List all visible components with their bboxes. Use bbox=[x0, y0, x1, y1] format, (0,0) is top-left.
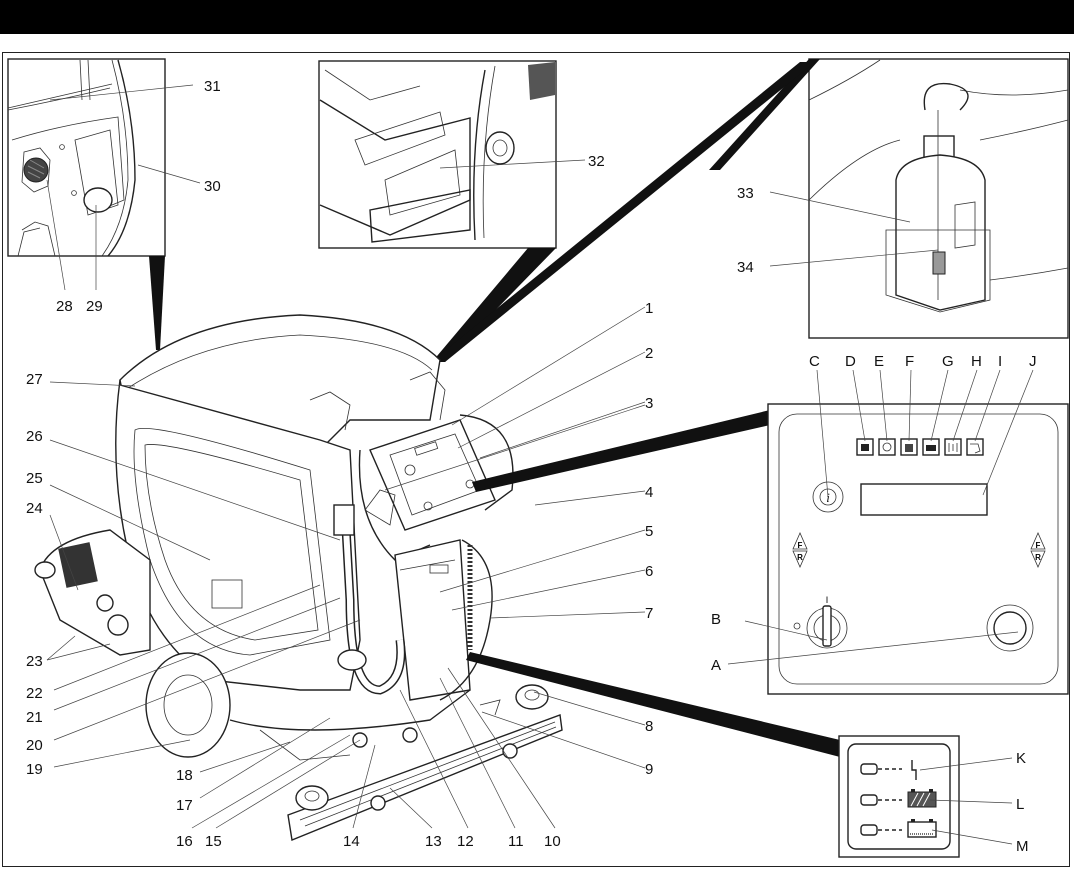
callout-31: 31 bbox=[204, 78, 221, 95]
scrubber-machine-illustration bbox=[34, 306, 646, 841]
key-switch[interactable]: I bbox=[793, 595, 848, 649]
indicator-row bbox=[856, 438, 984, 456]
callout-19: 19 bbox=[26, 761, 43, 778]
charger-label-k: K bbox=[1016, 750, 1026, 767]
pointer-wedge bbox=[466, 652, 840, 757]
callout-23: 23 bbox=[26, 653, 43, 670]
direction-button[interactable] bbox=[986, 604, 1034, 652]
svg-text:I: I bbox=[826, 595, 829, 605]
callout-32: 32 bbox=[588, 153, 605, 170]
callout-30: 30 bbox=[204, 178, 221, 195]
svg-text:R: R bbox=[1035, 553, 1041, 562]
callout-17: 17 bbox=[176, 797, 193, 814]
callout-6: 6 bbox=[645, 563, 653, 580]
info-icon: i bbox=[826, 490, 830, 505]
callout-1: 1 bbox=[645, 300, 653, 317]
info-button[interactable]: i bbox=[812, 481, 844, 513]
charged-led bbox=[860, 819, 937, 838]
callout-24: 24 bbox=[26, 500, 43, 517]
pointer-wedge bbox=[436, 62, 815, 362]
pointer-wedge bbox=[472, 410, 770, 492]
callout-28: 28 bbox=[56, 298, 73, 315]
callout-29: 29 bbox=[86, 298, 103, 315]
panel-label-d: D bbox=[845, 353, 856, 370]
callout-5: 5 bbox=[645, 523, 653, 540]
pointer-wedge bbox=[432, 248, 556, 362]
callout-25: 25 bbox=[26, 470, 43, 487]
callout-21: 21 bbox=[26, 709, 43, 726]
panel-label-f: F bbox=[905, 353, 914, 370]
inset-rear bbox=[7, 58, 201, 291]
fault-bolt-icon bbox=[911, 760, 917, 780]
callout-14: 14 bbox=[343, 833, 360, 850]
charging-led bbox=[860, 789, 937, 808]
inset-handle bbox=[318, 60, 586, 249]
direction-indicator-left: F R bbox=[792, 532, 808, 568]
callout-34: 34 bbox=[737, 259, 754, 276]
panel-label-c: C bbox=[809, 353, 820, 370]
callout-4: 4 bbox=[645, 484, 653, 501]
header-bar bbox=[0, 0, 1074, 34]
charger-label-m: M bbox=[1016, 838, 1029, 855]
panel-label-g: G bbox=[942, 353, 954, 370]
callout-11: 11 bbox=[508, 833, 524, 850]
callout-15: 15 bbox=[205, 833, 222, 850]
battery-charged-icon bbox=[907, 821, 937, 838]
callout-2: 2 bbox=[645, 345, 653, 362]
callout-16: 16 bbox=[176, 833, 193, 850]
pointer-wedge bbox=[149, 256, 165, 350]
panel-label-j: J bbox=[1029, 353, 1037, 370]
svg-text:R: R bbox=[797, 553, 803, 562]
panel-label-e: E bbox=[874, 353, 884, 370]
socket-icon bbox=[21, 147, 51, 193]
charger-panel-inset bbox=[838, 735, 1013, 858]
panel-label-h: H bbox=[971, 353, 982, 370]
callout-7: 7 bbox=[645, 605, 653, 622]
inset-bottle bbox=[709, 58, 1069, 339]
callout-8: 8 bbox=[645, 718, 653, 735]
callout-13: 13 bbox=[425, 833, 442, 850]
figure-frame bbox=[2, 52, 1070, 867]
callout-12: 12 bbox=[457, 833, 474, 850]
callout-3: 3 bbox=[645, 395, 653, 412]
callout-10: 10 bbox=[544, 833, 561, 850]
callout-9: 9 bbox=[645, 761, 653, 778]
panel-label-i: I bbox=[998, 353, 1002, 370]
panel-label-a: A bbox=[711, 657, 721, 674]
callout-26: 26 bbox=[26, 428, 43, 445]
callout-22: 22 bbox=[26, 685, 43, 702]
svg-text:F: F bbox=[1036, 541, 1041, 550]
display-screen bbox=[860, 483, 988, 516]
callout-33: 33 bbox=[737, 185, 754, 202]
panel-label-b: B bbox=[711, 611, 721, 628]
callout-20: 20 bbox=[26, 737, 43, 754]
control-panel-inset: i F R F R I bbox=[727, 369, 1069, 695]
callout-27: 27 bbox=[26, 371, 43, 388]
direction-indicator-right: F R bbox=[1030, 532, 1046, 568]
svg-text:F: F bbox=[798, 541, 803, 550]
callout-18: 18 bbox=[176, 767, 193, 784]
fault-led bbox=[860, 760, 917, 780]
brush-motor-icon bbox=[878, 438, 896, 456]
charger-label-l: L bbox=[1016, 796, 1024, 813]
